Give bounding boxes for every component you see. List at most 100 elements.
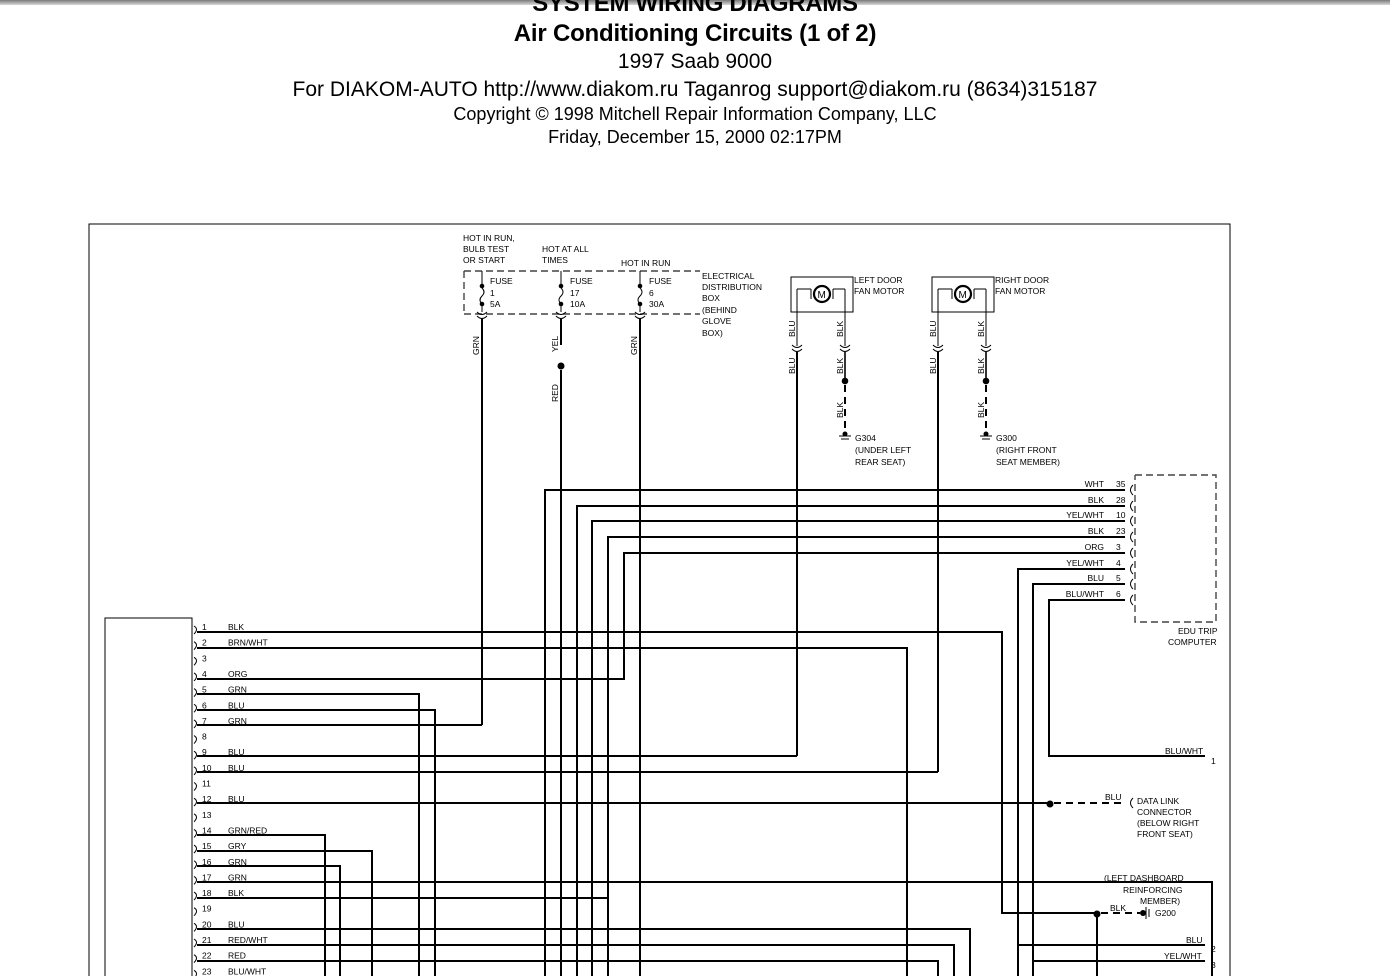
module-connector-terminal xyxy=(193,797,197,807)
edu-connector-terminal xyxy=(1130,594,1134,606)
module-connector-terminal xyxy=(193,829,197,838)
wire-label: YEL xyxy=(550,336,560,352)
wire-label: BLU/WHT xyxy=(1165,746,1203,756)
section-title: SYSTEM WIRING DIAGRAMS xyxy=(532,0,858,17)
left-door-fan-motor: LEFT DOOR FAN MOTOR M BLU BLK BLU BLK BL… xyxy=(787,275,911,467)
wire-segment xyxy=(1018,944,1205,962)
wire-segment xyxy=(1048,599,1205,757)
edu-pin-number: 28 xyxy=(1116,495,1126,505)
page-title: Air Conditioning Circuits (1 of 2) xyxy=(513,20,877,47)
wire-segment xyxy=(463,270,700,315)
splice-dot xyxy=(557,362,565,370)
module-connector-terminal xyxy=(193,719,197,729)
diagram-label: LEFT DOOR xyxy=(854,275,903,285)
edu-pin-number: 5 xyxy=(1116,573,1121,583)
diagram-label: OR START xyxy=(463,255,505,265)
module-pin-number: 19 xyxy=(202,904,212,914)
diagram-label: 10A xyxy=(570,299,585,309)
diagram-label: BLK xyxy=(835,402,845,418)
module-connector-terminal xyxy=(193,969,197,976)
diagram-label: BLK xyxy=(976,358,986,374)
splice-dot xyxy=(637,301,643,307)
module-connector-terminal xyxy=(193,750,197,760)
diagram-label: G304 xyxy=(855,433,876,443)
wire-segment xyxy=(790,276,854,313)
wire-segment xyxy=(1032,583,1125,976)
diagram-label: BLK xyxy=(1110,903,1126,913)
edu-connector-terminal xyxy=(1130,563,1134,575)
module-wire-label: BRN/WHT xyxy=(228,638,268,648)
edu-wire-label: BLK xyxy=(1088,526,1104,536)
module-connector-terminal xyxy=(193,703,197,713)
diagram-label: REINFORCING xyxy=(1123,885,1183,895)
wire-segment xyxy=(1134,474,1217,623)
diagram-label: DATA LINK xyxy=(1137,796,1180,806)
module-pin-number: 21 xyxy=(202,935,212,945)
diagram-label: BLU xyxy=(1105,792,1122,802)
edu-connector-terminal xyxy=(1130,500,1134,512)
wire-segment xyxy=(591,520,1125,976)
module-wire-label: BLU xyxy=(228,700,245,710)
wire-segment xyxy=(197,834,326,976)
wire-segment xyxy=(104,617,193,976)
diagram-label: GLOVE xyxy=(702,316,732,326)
edu-pin-number: 23 xyxy=(1116,526,1126,536)
wire-segment xyxy=(197,552,1125,680)
module-connector-terminal xyxy=(193,875,197,885)
diagram-label: BLU xyxy=(787,357,797,374)
module-wire-label: BLU xyxy=(228,919,245,929)
fuse-box: ELECTRICAL DISTRIBUTION BOX (BEHIND GLOV… xyxy=(463,233,762,402)
wire-segment xyxy=(197,709,436,976)
splice-dot xyxy=(983,431,989,437)
wire-segment xyxy=(197,631,1096,914)
diagram-label: (BELOW RIGHT xyxy=(1137,818,1199,828)
wire-segment xyxy=(197,647,908,976)
right-side-connections: BLU/WHT 1 BLU DATA LINK CONNECTOR (BELOW… xyxy=(1046,746,1216,970)
diagram-label: BLK xyxy=(835,321,845,337)
data-link-connector-icon xyxy=(1130,797,1134,809)
ground-icon xyxy=(1140,910,1146,916)
wire-segment xyxy=(197,850,373,976)
diagram-label: ELECTRICAL xyxy=(702,271,755,281)
module-pin-number: 15 xyxy=(202,841,212,851)
splice-dot xyxy=(558,301,564,307)
wire-segment xyxy=(607,536,1125,976)
splice-dot xyxy=(982,377,990,385)
dealer-info: For DIAKOM-AUTO http://www.diakom.ru Tag… xyxy=(292,78,1098,101)
diagram-label: BLK xyxy=(976,402,986,418)
module-connector-terminal xyxy=(193,735,197,744)
diagram-label: BLU xyxy=(928,357,938,374)
vehicle-name: 1997 Saab 9000 xyxy=(617,50,773,73)
module-connector-terminal xyxy=(193,954,197,964)
module-wire-label: BLK xyxy=(228,888,244,898)
diagram-label: BLU xyxy=(787,320,797,337)
module-pin-number: 1 xyxy=(202,622,207,632)
module-connector-terminal xyxy=(193,922,197,932)
wire-segment xyxy=(476,311,488,319)
edu-connector-terminal xyxy=(1130,531,1134,543)
diagram-label: REAR SEAT) xyxy=(855,457,906,467)
module-pin-number: 16 xyxy=(202,857,212,867)
module-pin-number: 20 xyxy=(202,919,212,929)
splice-dot xyxy=(841,377,849,385)
edu-wire-label: YEL/WHT xyxy=(1066,510,1104,520)
diagram-label: 3 xyxy=(1211,960,1216,970)
print-date: Friday, December 15, 2000 02:17PM xyxy=(548,127,842,147)
diagram-label: BOX) xyxy=(702,328,723,338)
window-top-edge xyxy=(0,0,1390,5)
diagram-label: EDU TRIP xyxy=(1178,626,1218,636)
diagram-label: G300 xyxy=(996,433,1017,443)
module-connector-terminal xyxy=(193,813,197,823)
splice-dot xyxy=(1093,910,1101,918)
module-wire-label: RED/WHT xyxy=(228,935,268,945)
module-connector-terminal xyxy=(193,672,197,682)
diagram-label: CONNECTOR xyxy=(1137,807,1192,817)
splice-dot xyxy=(1046,800,1054,808)
diagram-label: FAN MOTOR xyxy=(854,286,904,296)
module-pin-number: 18 xyxy=(202,888,212,898)
edu-connector-terminal xyxy=(1130,484,1134,496)
